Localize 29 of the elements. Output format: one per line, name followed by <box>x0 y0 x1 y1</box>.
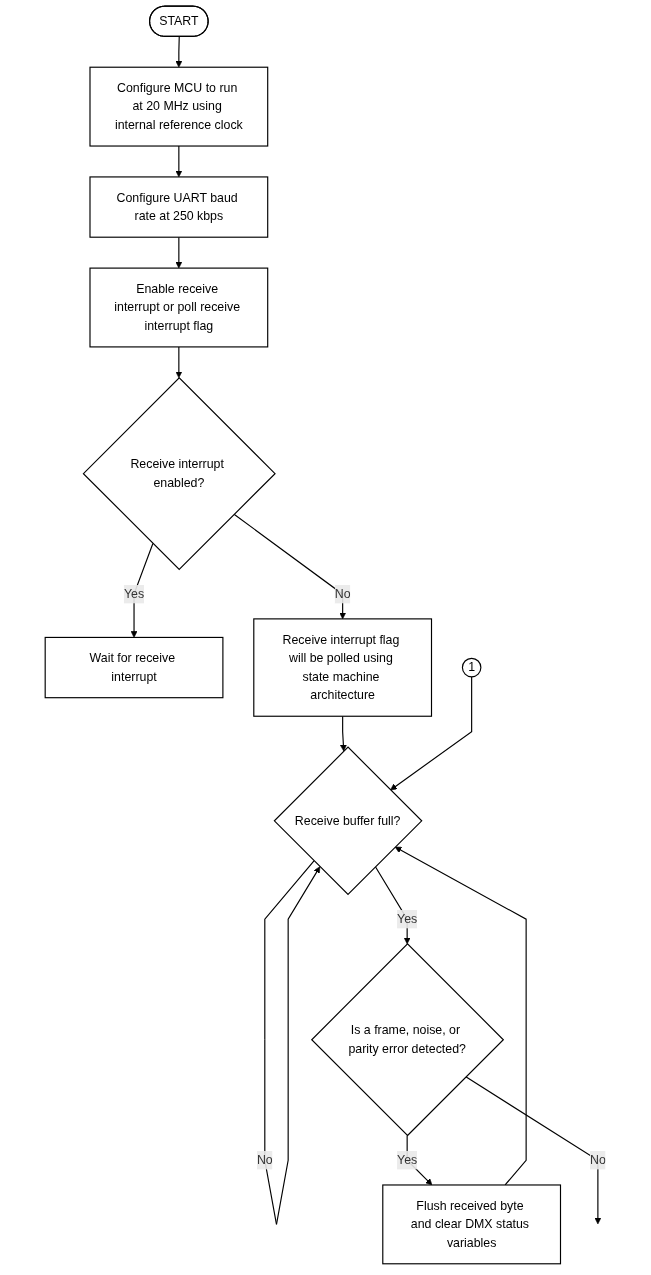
node-box: Enable receive interrupt or poll receive interrupt flag <box>89 267 269 348</box>
arrow <box>390 676 473 791</box>
edge-label: Yes <box>397 1153 418 1167</box>
arrow <box>465 1076 602 1225</box>
arrow <box>130 542 154 638</box>
arrow <box>233 513 347 620</box>
edge-label: No <box>256 1153 273 1167</box>
arrow <box>374 866 411 945</box>
edge-label: Yes <box>123 587 145 601</box>
node-box: Configure UART baud rate at 250 kbps <box>89 176 269 238</box>
arrow <box>175 346 183 379</box>
arrow <box>175 145 183 178</box>
edge-label: No <box>334 587 351 601</box>
arrow <box>394 846 527 1186</box>
arrow <box>264 860 321 1225</box>
arrow <box>340 715 347 752</box>
node-box: Receive interrupt flag will be polled using state machine architecture <box>253 618 433 717</box>
node-diamond: Receive buffer full? <box>273 746 423 896</box>
node-box: Flush received byte and clear DMX status variables <box>382 1184 562 1265</box>
edge-label: No <box>590 1153 606 1167</box>
arrow <box>175 236 183 269</box>
edge-label: Yes <box>397 912 418 926</box>
node-box: Wait for receive interrupt <box>44 636 224 699</box>
node-box: Configure MCU to run at 20 MHz using internal reference clock <box>89 66 269 147</box>
node-diamond: Receive interrupt enabled? <box>82 377 276 571</box>
arrow <box>406 1134 433 1186</box>
arrow <box>175 36 183 68</box>
node-diamond: Is a frame, noise, or parity error detected? <box>310 943 505 1137</box>
node-circle: 1 <box>461 657 482 678</box>
